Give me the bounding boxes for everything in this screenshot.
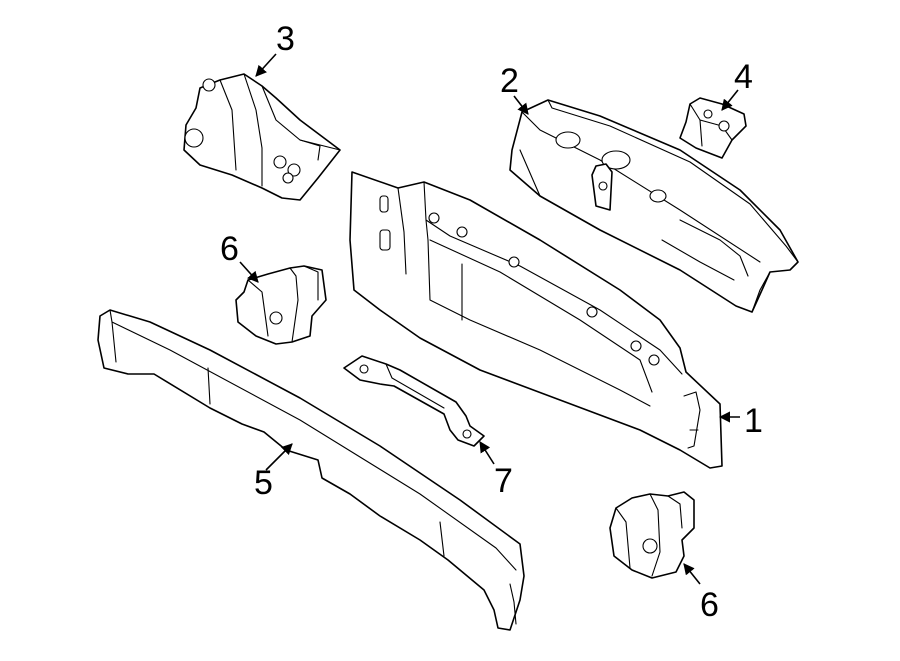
leader-4 <box>721 89 739 111</box>
part-7-strap <box>343 355 485 447</box>
part-2-shelf-panel <box>509 99 799 313</box>
callout-6-upper: 6 <box>220 230 239 268</box>
leader-3 <box>255 53 277 77</box>
callout-3: 3 <box>276 20 295 58</box>
leader-2 <box>513 95 529 115</box>
part-1-rear-panel <box>349 171 723 469</box>
callout-7: 7 <box>494 462 513 500</box>
callout-2: 2 <box>500 62 519 100</box>
leader-6-upper <box>239 261 259 283</box>
leader-6-lower <box>683 563 701 585</box>
part-3-bracket <box>183 73 341 201</box>
part-6-clip-lower <box>609 491 695 579</box>
callout-5: 5 <box>254 464 273 502</box>
part-5-lower-bar <box>97 309 525 631</box>
leader-7 <box>479 441 495 465</box>
part-4-small-bracket <box>679 97 747 159</box>
callout-4: 4 <box>734 58 753 96</box>
callout-1: 1 <box>744 402 763 440</box>
leader-5 <box>265 443 293 471</box>
callout-6-lower: 6 <box>700 586 719 624</box>
part-6-clip-upper <box>235 265 327 345</box>
